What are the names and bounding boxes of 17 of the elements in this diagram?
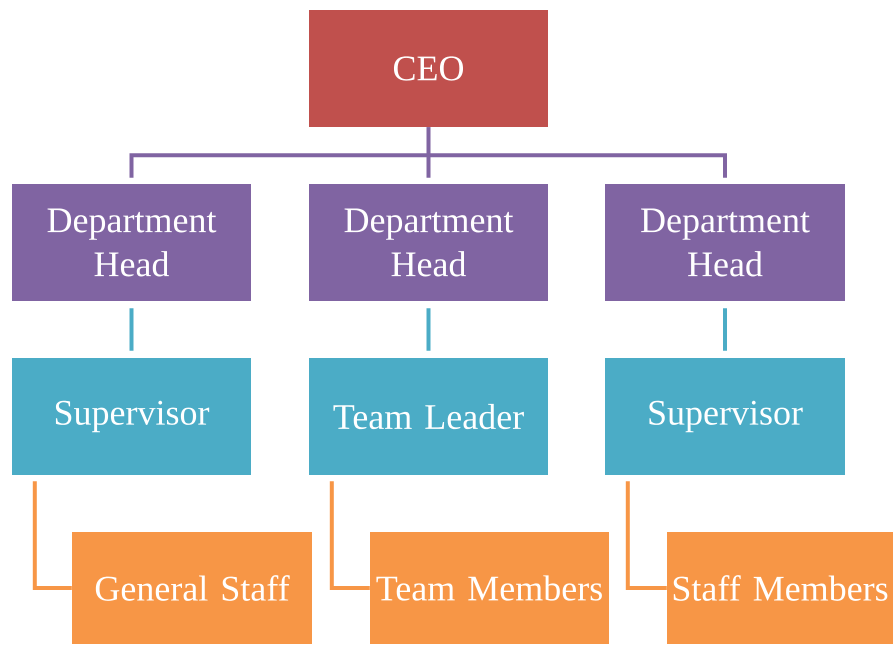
connector-line (130, 308, 134, 351)
department-box: Department Head (605, 184, 845, 301)
staff-box: Team Members (370, 532, 609, 644)
connector-line (426, 308, 430, 351)
department-box: Department Head (12, 184, 251, 301)
supervisor-box: Supervisor (12, 358, 251, 475)
department-box: Department Head (309, 184, 548, 301)
staff-box: Staff Members (667, 532, 893, 644)
executive-box: CEO (309, 10, 548, 127)
connector-line (626, 481, 667, 590)
connector-line (330, 481, 370, 590)
connector-line (32, 481, 72, 590)
connector-line (426, 127, 727, 178)
staff-box: General Staff (72, 532, 312, 644)
supervisor-box: Team Leader (309, 358, 548, 475)
supervisor-box: Supervisor (605, 358, 845, 475)
connector-line (723, 308, 727, 351)
